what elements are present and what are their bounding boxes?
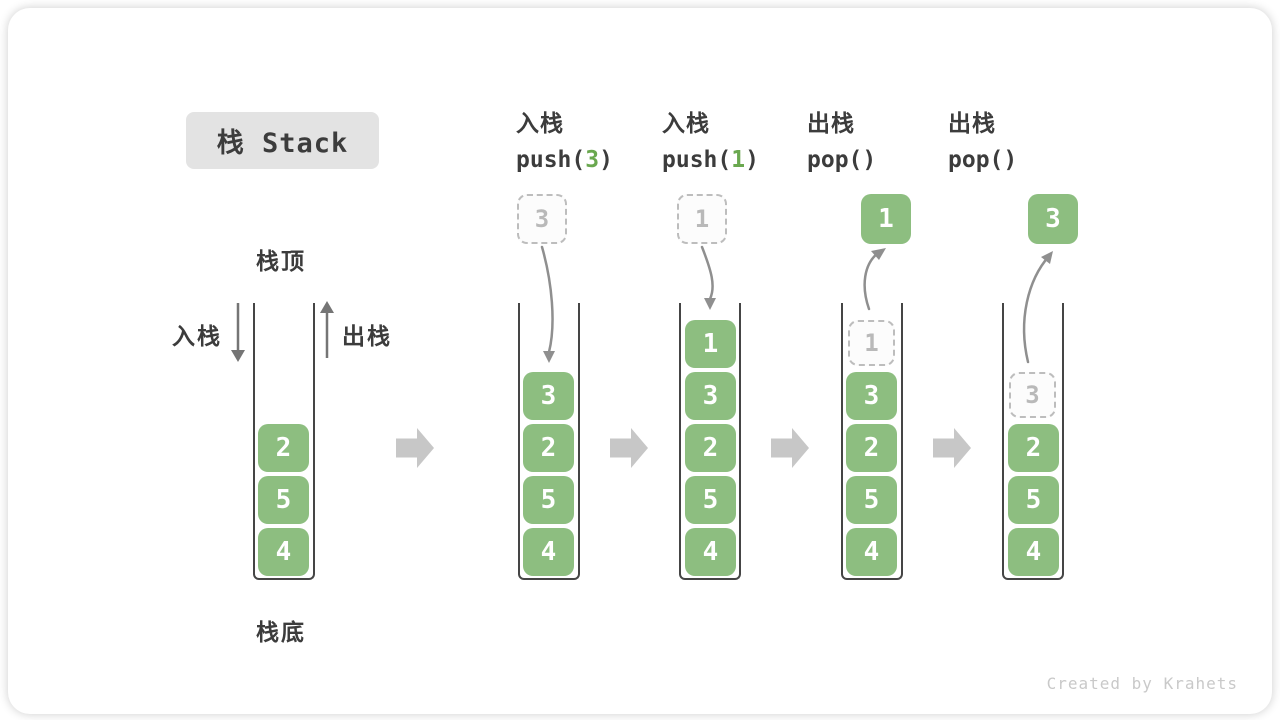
stack-container-4 [841, 303, 903, 580]
code-arg: 1 [731, 147, 746, 173]
step-label-code: pop() [807, 147, 876, 173]
pop-side-label: 出栈 [342, 324, 392, 350]
stack-cell: 3 [685, 372, 736, 420]
stack-cell: 4 [523, 528, 574, 576]
step-label-cn: 出栈 [807, 111, 855, 137]
watermark: Created by Krahets [1046, 674, 1238, 693]
push-side-label: 入栈 [172, 324, 222, 350]
step-label-pop-2: 出栈 pop() [948, 104, 1017, 173]
stack-cell: 5 [523, 476, 574, 524]
stack-cell: 2 [685, 424, 736, 472]
stack-cell: 3 [523, 372, 574, 420]
step-label-push-3: 入栈 push(3) [516, 104, 613, 173]
code-post: ) [745, 147, 759, 173]
code-pre: push( [662, 147, 732, 173]
stack-cell: 4 [685, 528, 736, 576]
incoming-value-box: 3 [517, 194, 567, 244]
stack-cell: 3 [846, 372, 897, 420]
step-label-code: pop() [948, 147, 1017, 173]
stack-container-3 [679, 303, 741, 580]
code-arg: 3 [585, 147, 600, 173]
step-label-push-1: 入栈 push(1) [662, 104, 759, 173]
code-post: ) [862, 147, 877, 173]
step-label-cn: 出栈 [948, 111, 996, 137]
page-title: 栈 Stack [216, 128, 349, 159]
step-label-code: push(3) [516, 147, 613, 173]
stack-cell: 4 [258, 528, 309, 576]
code-post: ) [1003, 147, 1018, 173]
stack-cell: 4 [1008, 528, 1059, 576]
stack-cell: 2 [1008, 424, 1059, 472]
stack-cell: 5 [1008, 476, 1059, 524]
stack-bottom-label: 栈底 [256, 620, 306, 646]
stack-cell: 1 [685, 320, 736, 368]
popped-value-box: 3 [1028, 194, 1078, 244]
incoming-value-box: 1 [677, 194, 727, 244]
code-pre: pop( [807, 147, 863, 173]
stack-cell: 2 [258, 424, 309, 472]
stack-container-1 [253, 303, 315, 580]
stack-cell: 5 [258, 476, 309, 524]
stack-container-2 [518, 303, 580, 580]
stack-cell: 5 [685, 476, 736, 524]
step-label-pop-1: 出栈 pop() [807, 104, 876, 173]
code-pre: push( [516, 147, 586, 173]
stack-container-5 [1002, 303, 1064, 580]
code-post: ) [599, 147, 613, 173]
stack-top-label: 栈顶 [256, 249, 306, 275]
step-label-cn: 入栈 [516, 111, 564, 137]
stack-cell: 2 [846, 424, 897, 472]
ghost-value-box: 3 [1009, 372, 1056, 418]
stack-cell: 2 [523, 424, 574, 472]
step-label-code: push(1) [662, 147, 759, 173]
step-label-cn: 入栈 [662, 111, 710, 137]
title-box: 栈 Stack [186, 112, 379, 169]
popped-value-box: 1 [861, 194, 911, 244]
code-pre: pop( [948, 147, 1004, 173]
stack-cell: 4 [846, 528, 897, 576]
stack-cell: 5 [846, 476, 897, 524]
ghost-value-box: 1 [848, 320, 895, 366]
